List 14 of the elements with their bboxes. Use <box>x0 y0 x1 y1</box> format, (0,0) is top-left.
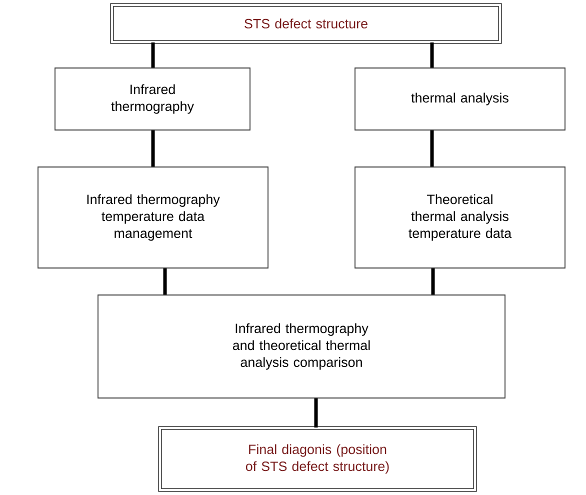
connector-line <box>151 130 155 167</box>
connector-line <box>314 398 318 428</box>
connector-line <box>430 130 434 167</box>
connector-line <box>151 42 155 68</box>
process-box: Theoretical thermal analysis temperature data <box>354 166 566 268</box>
process-box: Infrared thermography <box>54 68 250 130</box>
title-box: Final diagonis (position of STS defect structure) <box>158 426 477 492</box>
process-box: Infrared thermography temperature data management <box>38 166 268 268</box>
connector-line <box>431 268 435 295</box>
process-box: Infrared thermography and theoretical thermal analysis comparison <box>98 294 506 398</box>
connector-line <box>430 42 434 68</box>
connector-line <box>163 268 167 295</box>
process-box: thermal analysis <box>354 68 566 130</box>
title-box: STS defect structure <box>110 3 502 44</box>
